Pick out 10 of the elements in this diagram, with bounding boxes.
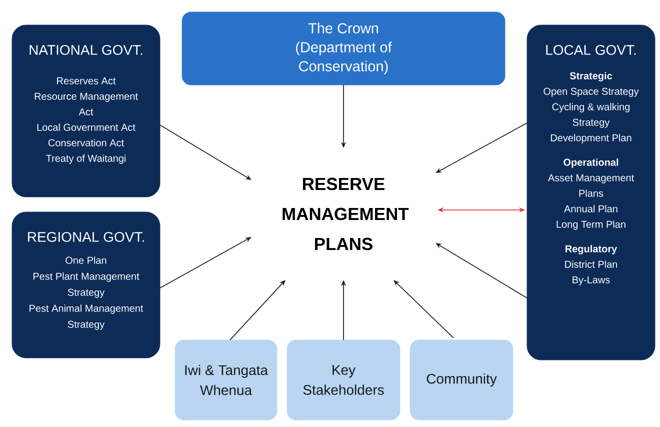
government-box: REGIONAL GOVT. One Plan Pest Plant Management Strategy Pest Animal Management Strategy [12, 212, 160, 358]
plan-title: RESERVE MANAGEMENT PLANS [282, 178, 409, 250]
stakeholder-box: Iwi & Tangata Whenua [174, 340, 278, 420]
arrow [394, 280, 454, 338]
crown-box: The Crown (Department of Conservation) [182, 12, 506, 86]
government-box: NATIONAL GOVT. Reserves Act Resource Management Act Local Government Act Conservation Act Treaty of Waitangi [12, 24, 160, 198]
stakeholder-box: Community [410, 340, 514, 420]
stakeholder-box: Key Stakeholders [286, 340, 400, 420]
government-box: LOCAL GOVT. Strategic Open Space Strategy Cycling & walking Strategy Development Plan Operational Asset Management Plans Annual Plan Long Term Plan Regulatory District Plan By-Laws [526, 24, 656, 360]
arrow [230, 280, 286, 340]
